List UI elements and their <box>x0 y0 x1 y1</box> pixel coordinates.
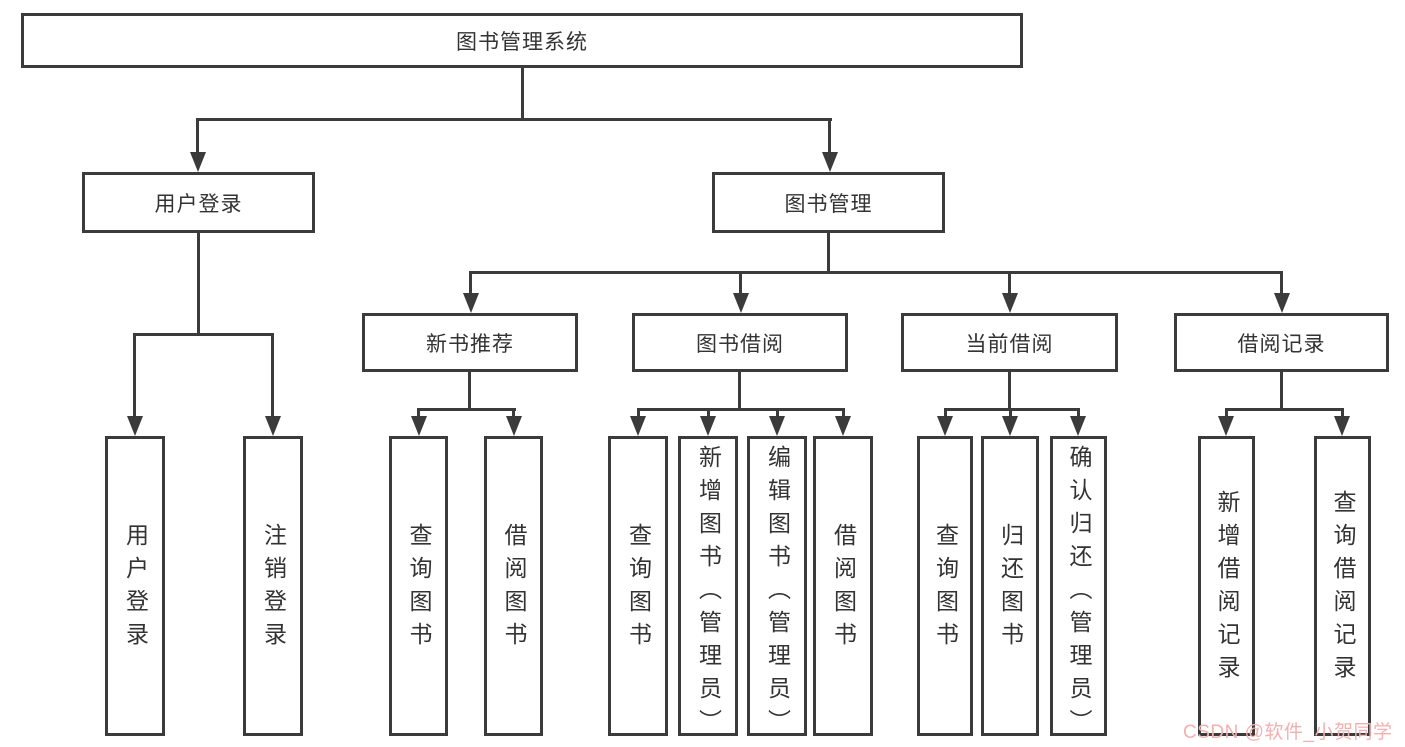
arrow-down-icon <box>1070 416 1086 436</box>
arrow-down-icon <box>630 416 646 436</box>
connector-line <box>469 274 472 293</box>
leaf-recommend-borrow-books: 借阅图书 <box>484 436 543 736</box>
node-book-management: 图书管理 <box>712 172 945 233</box>
connector-line <box>468 372 471 411</box>
connector-line <box>469 271 1283 274</box>
arrow-down-icon <box>937 416 953 436</box>
arrow-down-icon <box>835 416 851 436</box>
connector-line <box>637 408 845 411</box>
connector-line <box>417 411 420 416</box>
leaf-logout: 注销登录 <box>243 436 303 736</box>
arrow-down-icon <box>190 152 206 172</box>
connector-line <box>1280 274 1283 293</box>
leaf-current-query-books: 查询图书 <box>917 436 973 736</box>
connector-line <box>1008 274 1011 293</box>
connector-line <box>1008 372 1011 411</box>
leaf-borrowing-query-books: 查询图书 <box>608 436 668 736</box>
csdn-watermark: CSDN @软件_小贺同学 <box>1183 722 1393 743</box>
leaf-current-confirm-return-admin: 确认归还（管理员） <box>1050 436 1107 742</box>
arrow-down-icon <box>265 416 281 436</box>
connector-line <box>842 411 845 416</box>
connector-line <box>512 411 515 416</box>
connector-line <box>196 118 832 121</box>
arrow-down-icon <box>506 416 522 436</box>
connector-line <box>637 411 640 416</box>
leaf-records-query-record: 查询借阅记录 <box>1314 436 1371 736</box>
connector-line <box>417 408 516 411</box>
leaf-user-login: 用户登录 <box>105 436 165 736</box>
connector-line <box>828 121 831 152</box>
connector-line <box>944 411 947 416</box>
connector-line <box>707 411 710 416</box>
leaf-current-return-books: 归还图书 <box>981 436 1039 736</box>
arrow-down-icon <box>1334 416 1350 436</box>
leaf-borrowing-add-books-admin: 新增图书（管理员） <box>678 436 738 742</box>
leaf-borrowing-borrow-books: 借阅图书 <box>813 436 873 736</box>
node-user-login: 用户登录 <box>82 172 315 233</box>
connector-line <box>944 408 1080 411</box>
node-root-system: 图书管理系统 <box>21 13 1023 68</box>
leaf-borrowing-edit-books-admin: 编辑图书（管理员） <box>747 436 807 742</box>
leaf-recommend-query-books: 查询图书 <box>389 436 448 736</box>
arrow-down-icon <box>1002 416 1018 436</box>
arrow-down-icon <box>700 416 716 436</box>
arrow-down-icon <box>127 416 143 436</box>
connector-line <box>1341 411 1344 416</box>
connector-line <box>197 233 200 336</box>
arrow-down-icon <box>1218 416 1234 436</box>
arrow-down-icon <box>463 293 479 313</box>
arrow-down-icon <box>1274 293 1290 313</box>
arrow-down-icon <box>1002 293 1018 313</box>
arrow-down-icon <box>411 416 427 436</box>
connector-line <box>133 333 274 336</box>
node-book-borrowing: 图书借阅 <box>632 313 848 372</box>
arrow-down-icon <box>733 293 749 313</box>
connector-line <box>196 121 199 152</box>
node-current-borrowing: 当前借阅 <box>901 313 1118 372</box>
connector-line <box>1225 408 1344 411</box>
node-borrowing-records: 借阅记录 <box>1174 313 1389 372</box>
connector-line <box>776 411 779 416</box>
leaf-records-add-record: 新增借阅记录 <box>1198 436 1255 736</box>
connector-line <box>1225 411 1228 416</box>
connector-line <box>738 372 741 411</box>
connector-line <box>521 68 524 121</box>
connector-line <box>1280 372 1283 411</box>
connector-line <box>1009 411 1012 416</box>
connector-line <box>133 336 136 416</box>
connector-line <box>271 336 274 416</box>
node-new-book-recommend: 新书推荐 <box>362 313 578 372</box>
connector-line <box>827 233 830 274</box>
arrow-down-icon <box>822 152 838 172</box>
connector-line <box>1077 411 1080 416</box>
connector-line <box>739 274 742 293</box>
arrow-down-icon <box>769 416 785 436</box>
